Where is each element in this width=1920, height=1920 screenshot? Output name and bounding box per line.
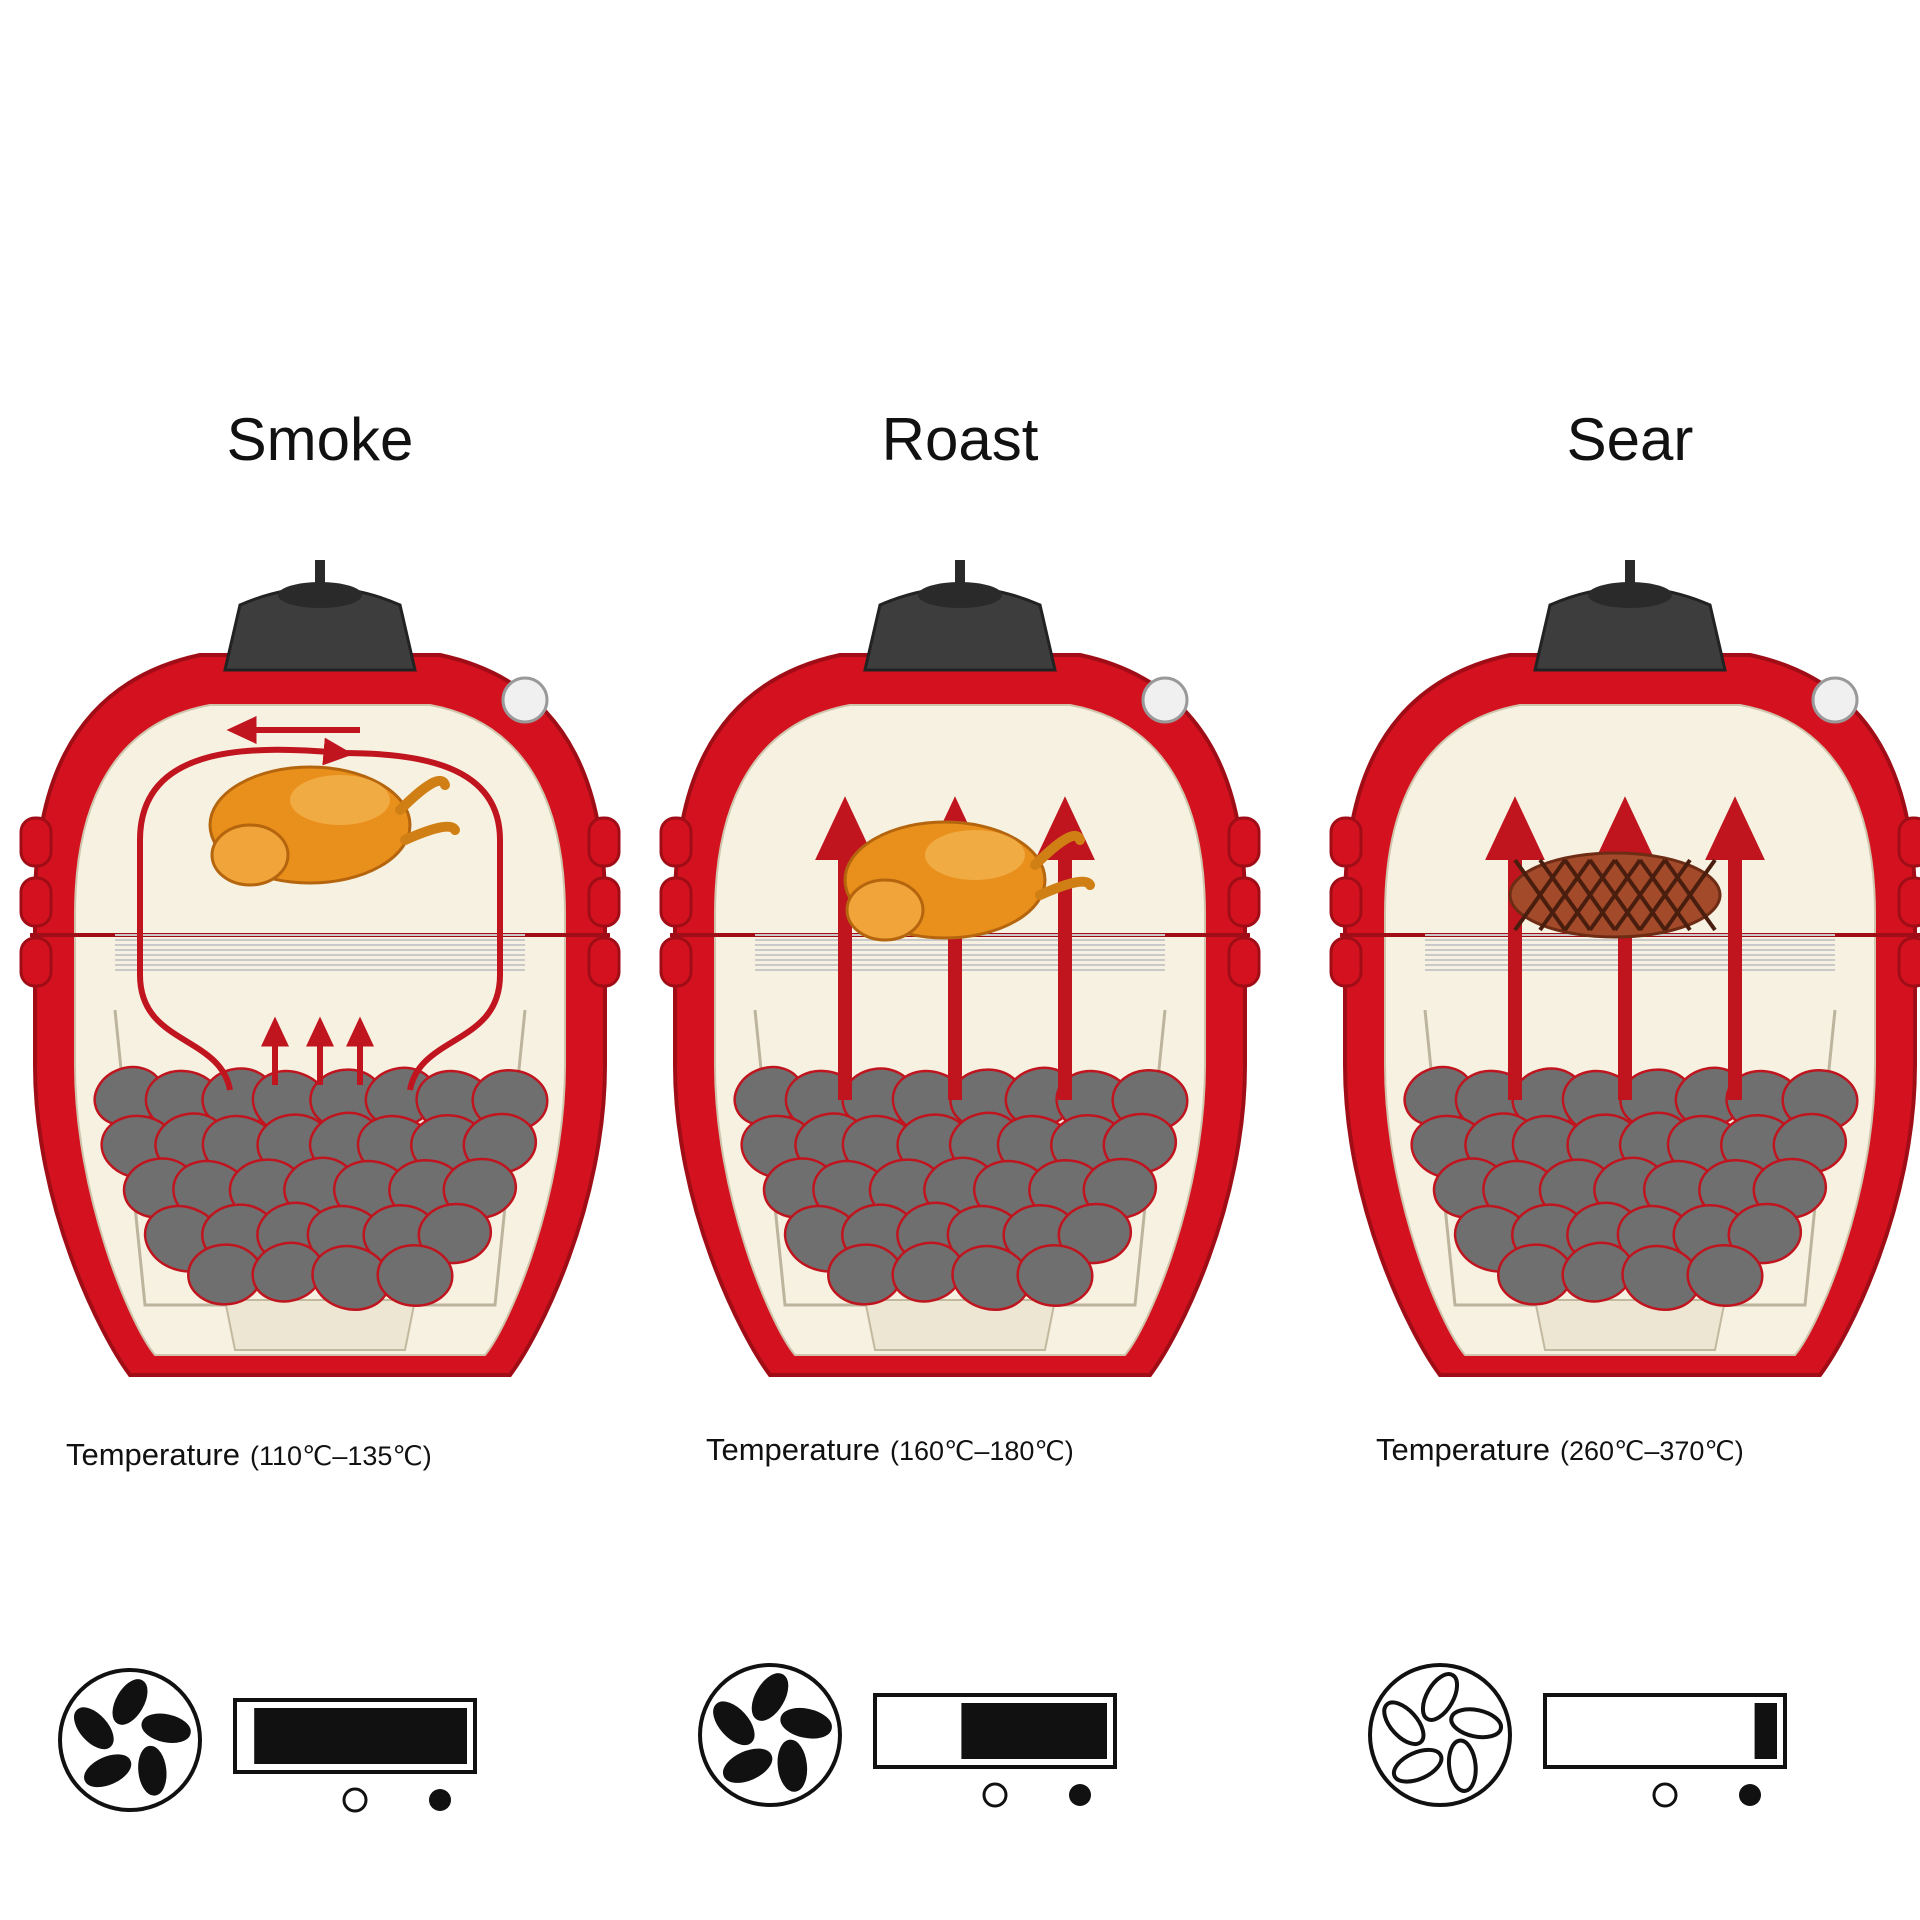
vent-petal — [1382, 1700, 1426, 1747]
sliding-draft-door-icon — [1543, 1693, 1787, 1808]
thermometer-icon — [501, 676, 549, 724]
charcoal-pile — [93, 1065, 549, 1311]
draft-door-frame — [1543, 1693, 1787, 1769]
closed-indicator-icon — [1739, 1784, 1761, 1806]
band-clamp — [19, 876, 53, 928]
closed-indicator-icon — [429, 1789, 451, 1811]
kamado-grill-cutaway — [19, 560, 621, 1377]
coal — [417, 1202, 493, 1265]
temperature-label: Temperature — [66, 1437, 240, 1472]
band-clamp — [587, 936, 621, 988]
band-clamp — [1329, 876, 1363, 928]
band-clamp — [19, 816, 53, 868]
band-clamp — [1227, 876, 1261, 928]
steak-icon — [1508, 851, 1722, 939]
circulation-path — [339, 750, 503, 1091]
vent-petal — [777, 1739, 808, 1792]
vent-petal — [84, 1754, 132, 1788]
heat-flow-arrows — [137, 716, 503, 1091]
open-indicator-icon — [1652, 1782, 1678, 1808]
temperature-range: (110℃–135℃) — [250, 1441, 432, 1471]
ash-pan — [223, 1299, 417, 1351]
coal — [376, 1244, 454, 1307]
ash-pan — [1533, 1299, 1727, 1351]
sliding-draft-door-icon — [233, 1698, 477, 1813]
band-clamp — [659, 876, 693, 928]
band-clamp — [659, 816, 693, 868]
coal — [1686, 1244, 1764, 1307]
vent-petal — [1446, 1738, 1478, 1793]
band-clamp — [1329, 936, 1363, 988]
roast-chicken-icon — [208, 765, 460, 887]
ash-pan — [863, 1299, 1057, 1351]
daisy-wheel-vent-icon — [698, 1663, 842, 1807]
band-clamp — [1227, 816, 1261, 868]
open-indicator-icon — [982, 1782, 1008, 1808]
temperature-label: Temperature — [1376, 1432, 1550, 1467]
vent-petal — [74, 1707, 114, 1750]
vent-petal — [751, 1673, 789, 1721]
coal — [1057, 1202, 1133, 1265]
band-clamp — [587, 876, 621, 928]
temperature-label: Temperature — [706, 1432, 880, 1467]
temperature-range: (260℃–370℃) — [1560, 1436, 1744, 1466]
temperature-range: (160℃–180℃) — [890, 1436, 1074, 1466]
charcoal-pile — [1403, 1065, 1859, 1311]
vent-petal — [138, 1745, 167, 1796]
band-clamp — [1329, 816, 1363, 868]
daisy-wheel-vent-icon — [58, 1668, 202, 1812]
cooking-grate — [115, 934, 525, 971]
draft-door-slider — [961, 1703, 1107, 1759]
band-clamp — [1897, 936, 1920, 988]
mode-title: Roast — [882, 406, 1039, 473]
vent-petal — [141, 1713, 191, 1743]
band-clamp — [587, 816, 621, 868]
mode-title: Smoke — [227, 406, 414, 473]
cap-top — [918, 582, 1002, 608]
vent-petal — [1391, 1747, 1444, 1784]
circulation-path — [137, 737, 354, 1091]
closed-indicator-icon — [1069, 1784, 1091, 1806]
daisy-wheel-vent-icon — [1368, 1663, 1512, 1807]
band-clamp — [1897, 876, 1920, 928]
cap-top — [1588, 582, 1672, 608]
vent-petal — [713, 1701, 755, 1746]
draft-door-slider — [254, 1708, 467, 1764]
charcoal-pile — [733, 1065, 1189, 1311]
cap-top — [278, 582, 362, 608]
vent-petal — [1449, 1707, 1504, 1740]
vent-petal — [780, 1707, 832, 1739]
band-clamp — [659, 936, 693, 988]
vent-petal — [723, 1748, 773, 1783]
cap-handle — [315, 560, 325, 588]
vent-petal — [112, 1679, 148, 1725]
coal — [1727, 1202, 1803, 1265]
open-indicator-icon — [342, 1787, 368, 1813]
draft-door-slider — [1754, 1703, 1777, 1759]
kamado-grill-cutaway — [659, 560, 1261, 1377]
sliding-draft-door-icon — [873, 1693, 1117, 1808]
band-clamp — [19, 936, 53, 988]
cap-handle — [1625, 560, 1635, 588]
band-clamp — [1227, 936, 1261, 988]
coal — [1016, 1244, 1094, 1307]
kamado-grill-cutaway — [1329, 560, 1920, 1377]
thermometer-icon — [1141, 676, 1189, 724]
cap-handle — [955, 560, 965, 588]
roast-chicken-icon — [843, 820, 1095, 942]
vent-petal — [1420, 1672, 1460, 1722]
mode-title: Sear — [1567, 406, 1694, 473]
band-clamp — [1897, 816, 1920, 868]
thermometer-icon — [1811, 676, 1859, 724]
